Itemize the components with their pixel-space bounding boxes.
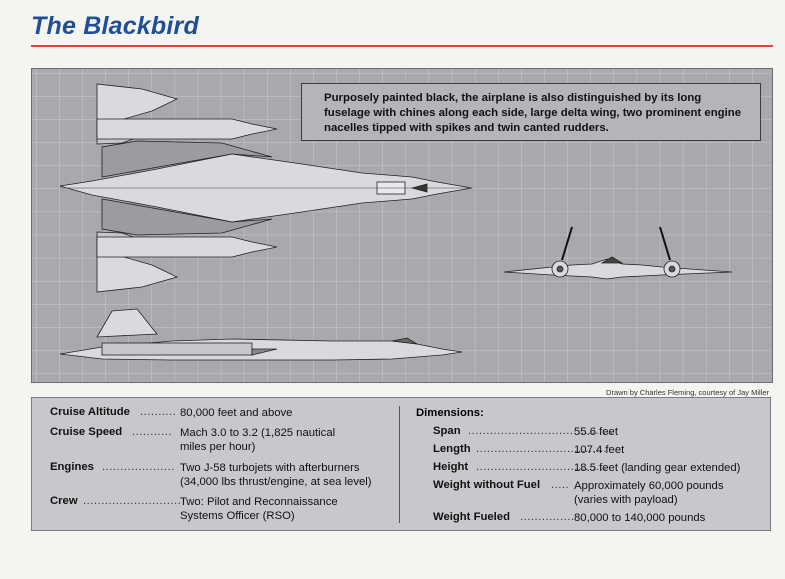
spec-label: Crew [50,495,78,507]
spec-dots: .................... [102,461,175,473]
spec-dots: ........................... [83,495,182,507]
dim-dots: ............... [520,511,575,523]
spec-label: Engines [50,461,94,473]
spec-value: Mach 3.0 to 3.2 (1,825 nautical miles pe… [180,427,336,453]
dimensions-heading: Dimensions: [416,407,484,419]
dim-dots: .................................... [476,461,607,473]
top-view [59,83,473,293]
page-title: The Blackbird [31,12,199,40]
dim-label: Weight Fueled [433,511,510,523]
front-view [503,226,733,280]
dim-label: Span [433,425,461,437]
dim-dots: .................................... [476,443,607,455]
spec-dots: .......... [140,406,177,418]
dim-value: Approximately 60,000 pounds (varies with… [574,480,724,506]
spec-value: Two: Pilot and Reconnaissance Systems Of… [180,496,338,522]
drawing-credit: Drawn by Charles Fleming, courtesy of Ja… [606,388,769,397]
dim-label: Weight without Fuel [433,479,541,491]
dim-value: 107.4 feet [574,444,625,456]
dim-label: Height [433,461,469,473]
panel-divider [399,406,400,523]
spec-label: Cruise Altitude [50,406,130,418]
dim-value: 18.5 feet (landing gear extended) [574,462,741,474]
title-rule [31,45,773,47]
dim-label: Length [433,443,471,455]
dim-dots: ........................................ [468,425,614,437]
spec-value: Two J-58 turbojets with afterburners (34… [180,462,372,488]
caption-box: Purposely painted black, the airplane is… [301,83,761,141]
specifications-panel: Cruise Altitude .......... 80,000 feet a… [31,397,771,531]
dim-dots: ..... [551,479,570,491]
spec-label: Cruise Speed [50,426,123,438]
side-view [59,308,463,361]
spec-value: 80,000 feet and above [180,407,293,419]
dim-value: 80,000 to 140,000 pounds [574,512,706,524]
dim-value: 55.6 feet [574,426,618,438]
spec-dots: ........... [132,426,173,438]
